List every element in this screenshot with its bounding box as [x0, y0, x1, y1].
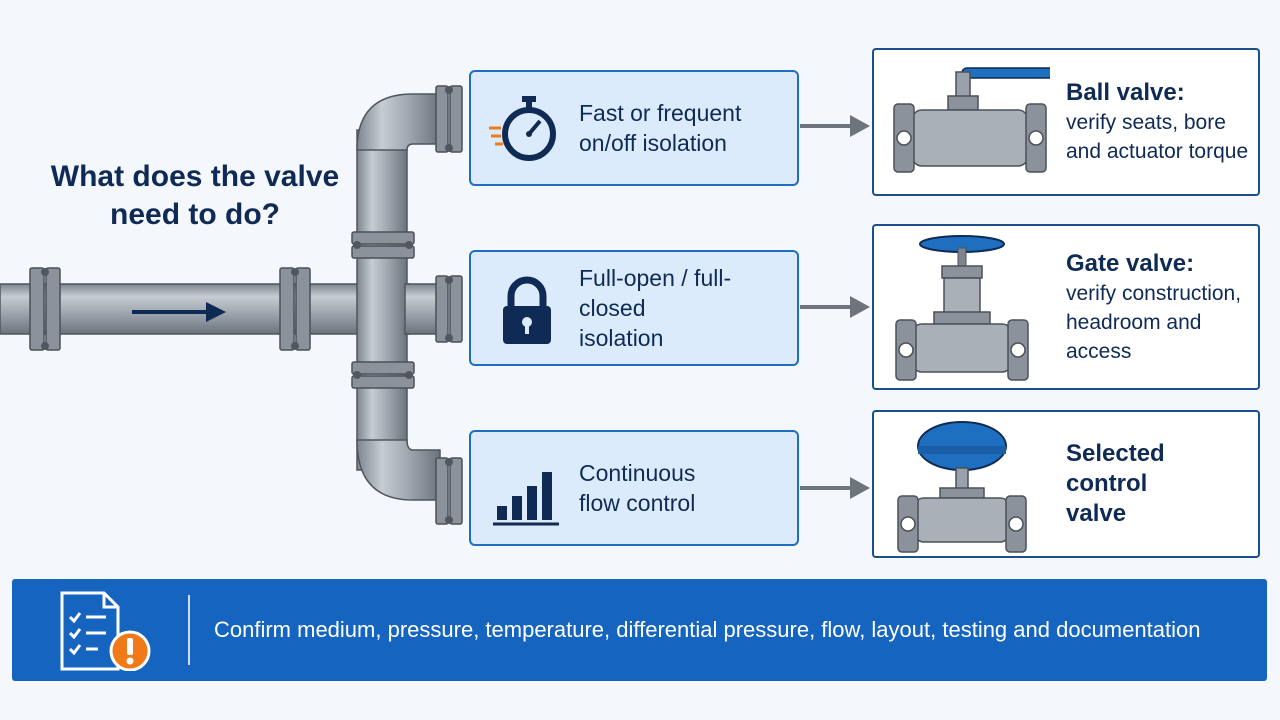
question-heading: What does the valve need to do?	[20, 158, 370, 234]
result-detail-2: headroom and access	[1066, 310, 1202, 363]
result-label: Gate valve: verify construction, headroo…	[1066, 226, 1250, 388]
option-fast-isolation: Fast or frequent on/off isolation	[469, 70, 799, 186]
ball-valve-image	[893, 67, 1050, 173]
option-full-isolation: Full-open / full-closed isolation	[469, 250, 799, 366]
option-label: Continuous flow control	[579, 432, 787, 544]
gate-valve-image	[895, 235, 1029, 381]
option-line-1: Fast or frequent	[579, 100, 742, 126]
result-title: Ball valve:	[1066, 79, 1185, 106]
padlock-icon	[503, 276, 551, 344]
option-line-1: Full-open / full-closed	[579, 265, 732, 321]
result-label: Selected control valve	[1066, 412, 1250, 556]
question-line-2: need to do?	[110, 198, 280, 231]
option-line-2: on/off isolation	[579, 130, 727, 156]
requirements-banner: Confirm medium, pressure, temperature, d…	[12, 579, 1267, 681]
result-title-2: valve	[1066, 500, 1127, 527]
result-ball-valve: Ball valve: verify seats, bore and actua…	[872, 48, 1260, 196]
banner-divider	[188, 595, 190, 665]
result-gate-valve: Gate valve: verify construction, headroo…	[872, 224, 1260, 390]
option-line-1: Continuous	[579, 460, 696, 486]
result-title: Gate valve:	[1066, 249, 1195, 277]
option-line-2: isolation	[579, 325, 664, 351]
control-valve-image	[897, 421, 1027, 553]
stopwatch-icon	[489, 96, 556, 161]
question-line-1: What does the valve	[50, 160, 340, 193]
option-line-2: flow control	[579, 490, 696, 516]
flow-arrow-icon	[132, 302, 226, 322]
option-label: Full-open / full-closed isolation	[579, 252, 787, 364]
result-label: Ball valve: verify seats, bore and actua…	[1066, 50, 1250, 194]
result-detail-1: verify construction,	[1066, 281, 1242, 305]
result-detail-2: and actuator torque	[1066, 140, 1249, 163]
checklist-warning-icon	[60, 591, 151, 671]
option-flow-control: Continuous flow control	[469, 430, 799, 546]
result-detail-1: verify seats, bore	[1066, 111, 1226, 134]
arrow-right-icon	[800, 296, 870, 318]
banner-text: Confirm medium, pressure, temperature, d…	[214, 617, 1201, 642]
result-control-valve: Selected control valve	[872, 410, 1260, 558]
arrow-right-icon	[800, 477, 870, 499]
option-label: Fast or frequent on/off isolation	[579, 72, 787, 184]
arrow-right-icon	[800, 115, 870, 137]
result-title: Selected control	[1066, 440, 1165, 497]
bar-chart-icon	[493, 472, 559, 526]
